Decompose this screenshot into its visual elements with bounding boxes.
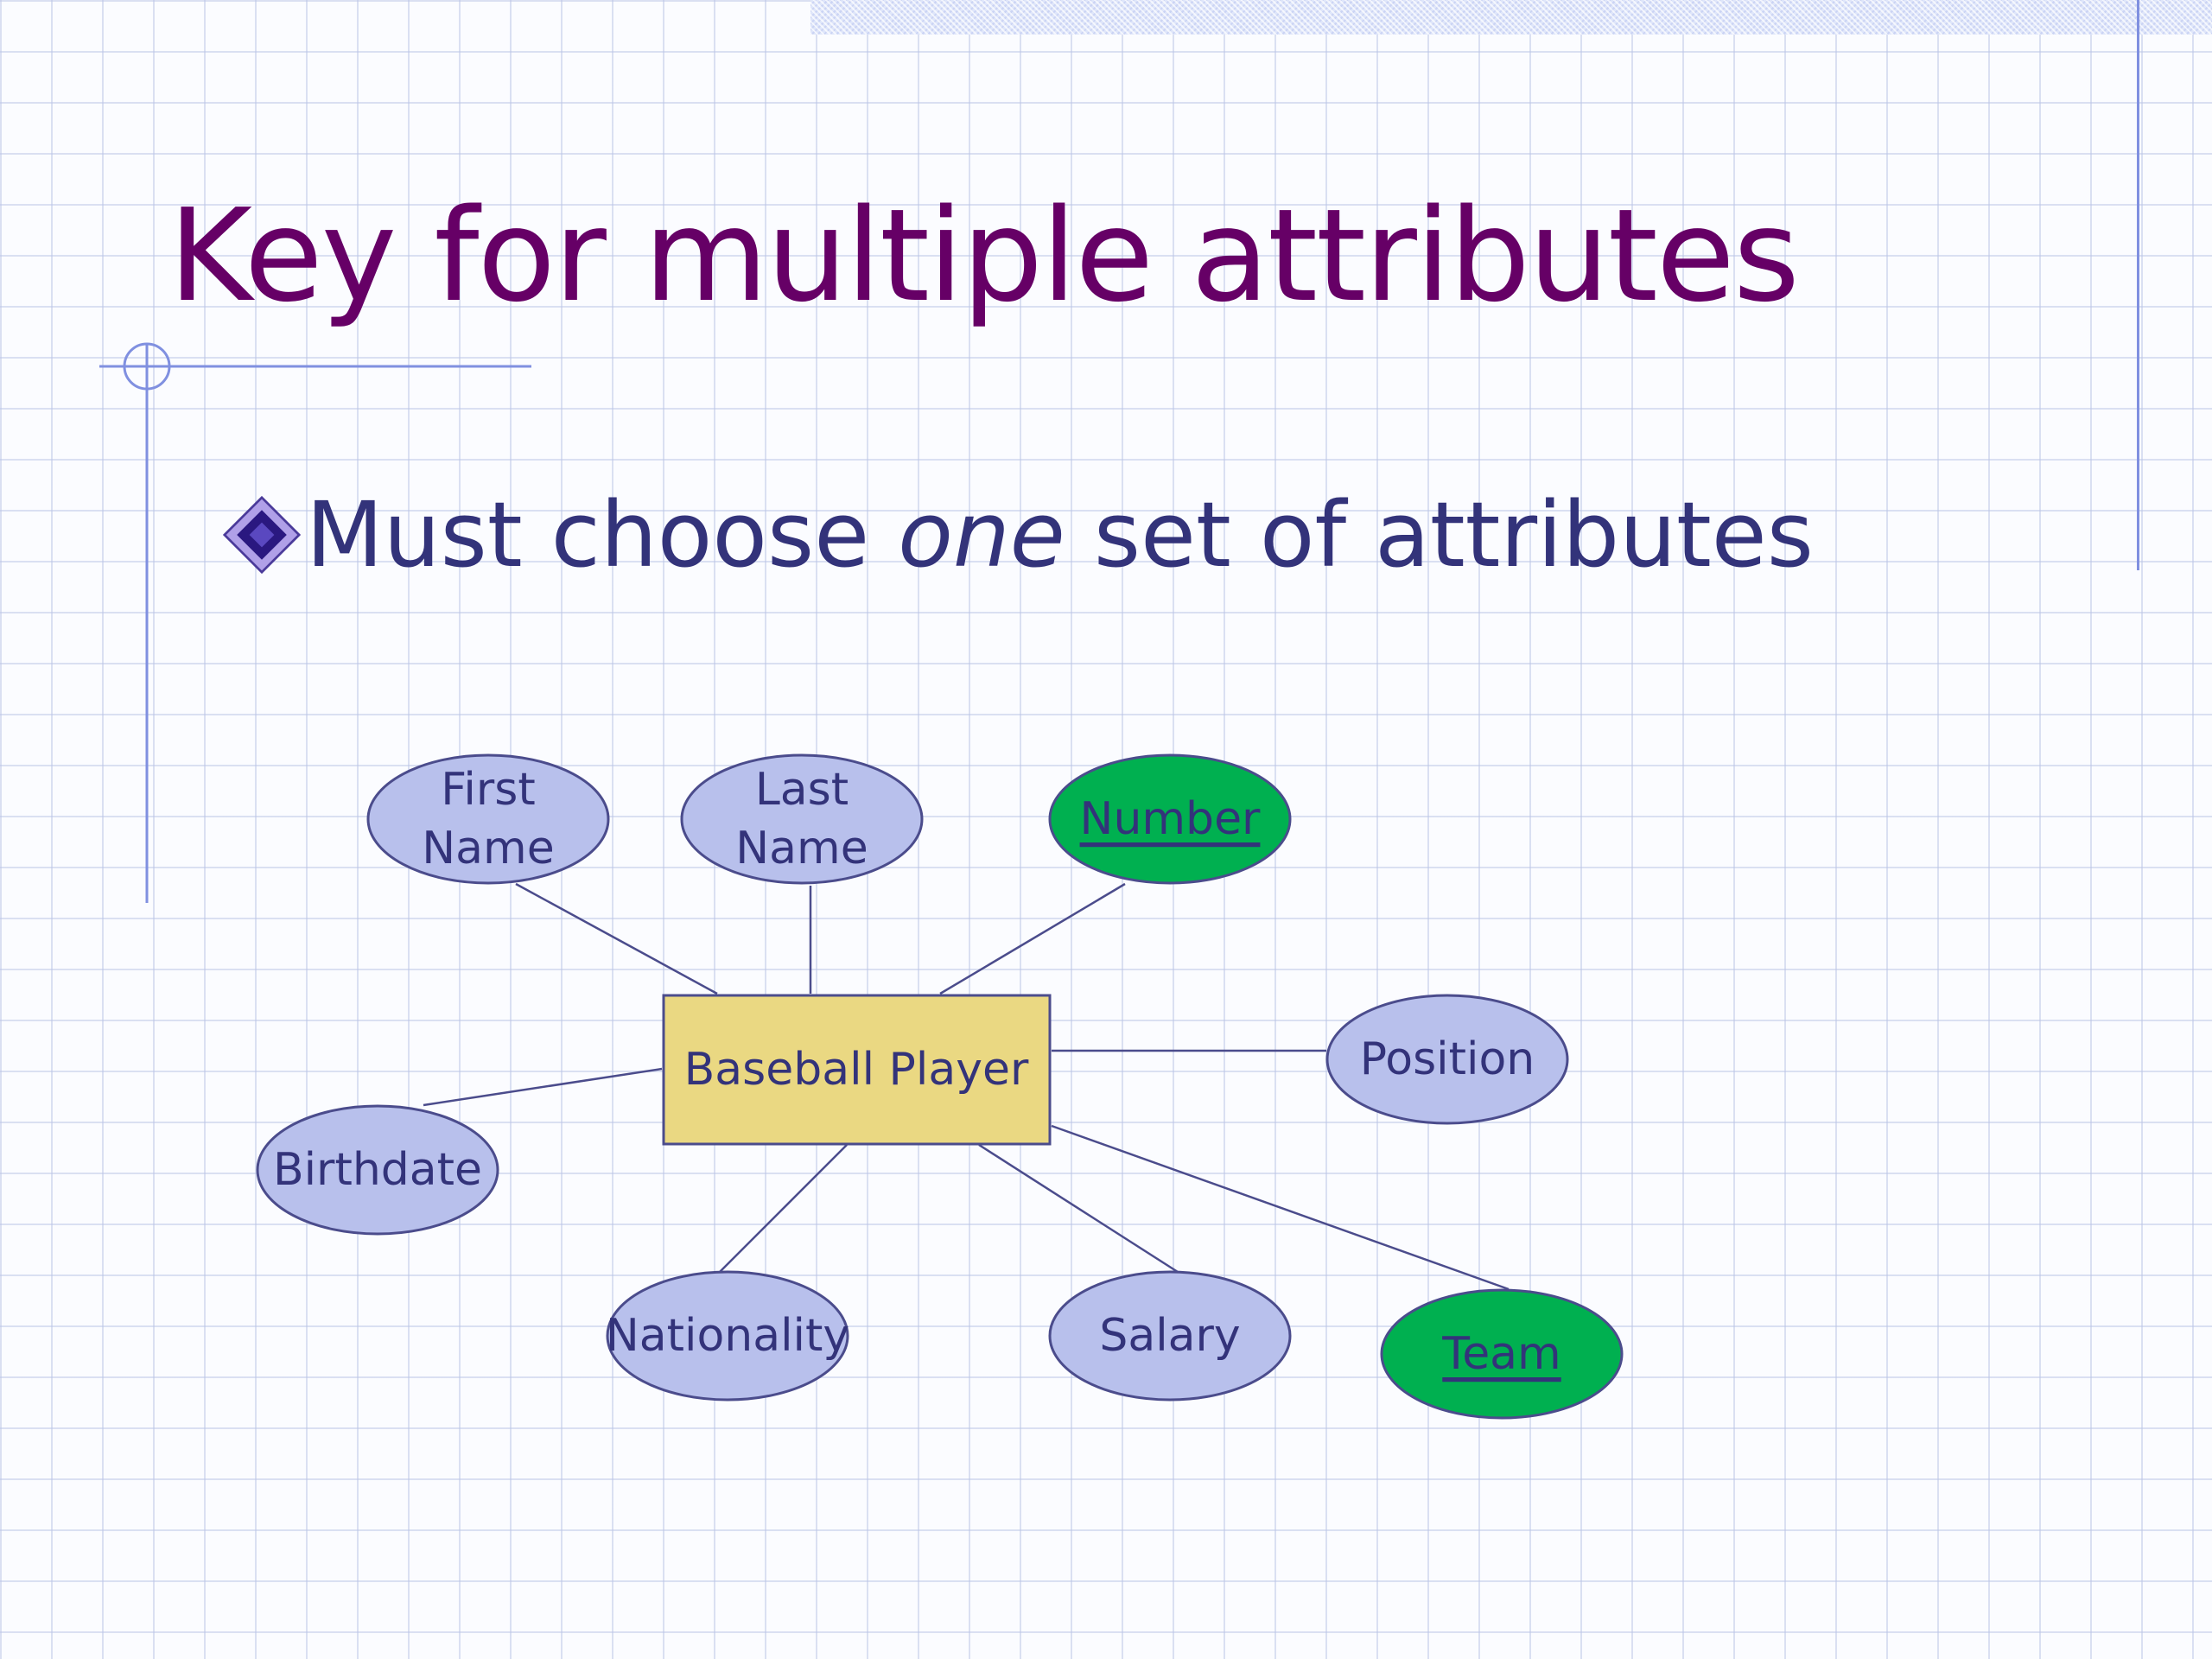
connector-salary xyxy=(978,1143,1179,1274)
attribute-label: Position xyxy=(1360,1033,1535,1085)
connector-nationality xyxy=(719,1144,848,1273)
bullet-text-before: Must choose xyxy=(306,482,899,588)
attribute-label: Last xyxy=(755,764,849,816)
attribute-label: Number xyxy=(1080,793,1262,845)
diamond-bullet-icon xyxy=(223,496,301,574)
attribute-ellipse xyxy=(1325,994,1569,1125)
bullet-text-after: set of attributes xyxy=(1065,482,1814,588)
attribute-label: Salary xyxy=(1099,1310,1240,1362)
attribute-ellipse xyxy=(1048,753,1292,885)
attribute-birthdate: Birthdate xyxy=(256,1104,499,1236)
attribute-salary: Salary xyxy=(1048,1270,1292,1402)
attribute-label: First xyxy=(441,764,535,816)
slide-title: Key for multiple attributes xyxy=(168,181,1800,330)
connector-team xyxy=(1051,1124,1510,1291)
entity-label: Baseball Player xyxy=(684,1044,1029,1096)
bullet-text: Must choose one set of attributes xyxy=(306,482,1814,588)
attribute-label: Name xyxy=(422,823,554,874)
connector-lines xyxy=(423,882,1510,1291)
connector-first-name xyxy=(515,882,718,995)
attribute-team: Team xyxy=(1380,1288,1624,1420)
connector-birthdate xyxy=(423,1067,663,1107)
attribute-label: Nationality xyxy=(606,1310,849,1362)
bullet-point: Must choose one set of attributes xyxy=(223,482,1814,588)
bullet-text-emphasis: one xyxy=(898,482,1065,588)
connector-number xyxy=(939,882,1126,995)
right-decor-line xyxy=(2137,0,2139,570)
crosshair-icon xyxy=(123,342,171,391)
attribute-ellipse xyxy=(1048,1270,1292,1402)
entity-baseball-player: Baseball Player xyxy=(662,994,1052,1146)
attribute-position: Position xyxy=(1325,994,1569,1125)
top-decor-band xyxy=(810,0,2212,35)
attribute-label: Birthdate xyxy=(273,1144,482,1196)
attribute-ellipse xyxy=(256,1104,499,1236)
attribute-label: Team xyxy=(1441,1328,1560,1380)
attribute-number: Number xyxy=(1048,753,1292,885)
attribute-ellipse xyxy=(680,753,924,885)
attributes: FirstNameLastNameNumberPositionBirthdate… xyxy=(256,753,1624,1420)
attribute-ellipse xyxy=(606,1270,849,1402)
attribute-ellipse xyxy=(1380,1288,1624,1420)
attribute-ellipse xyxy=(366,753,610,885)
attribute-label: Name xyxy=(735,823,868,874)
attribute-nationality: Nationality xyxy=(606,1270,849,1402)
